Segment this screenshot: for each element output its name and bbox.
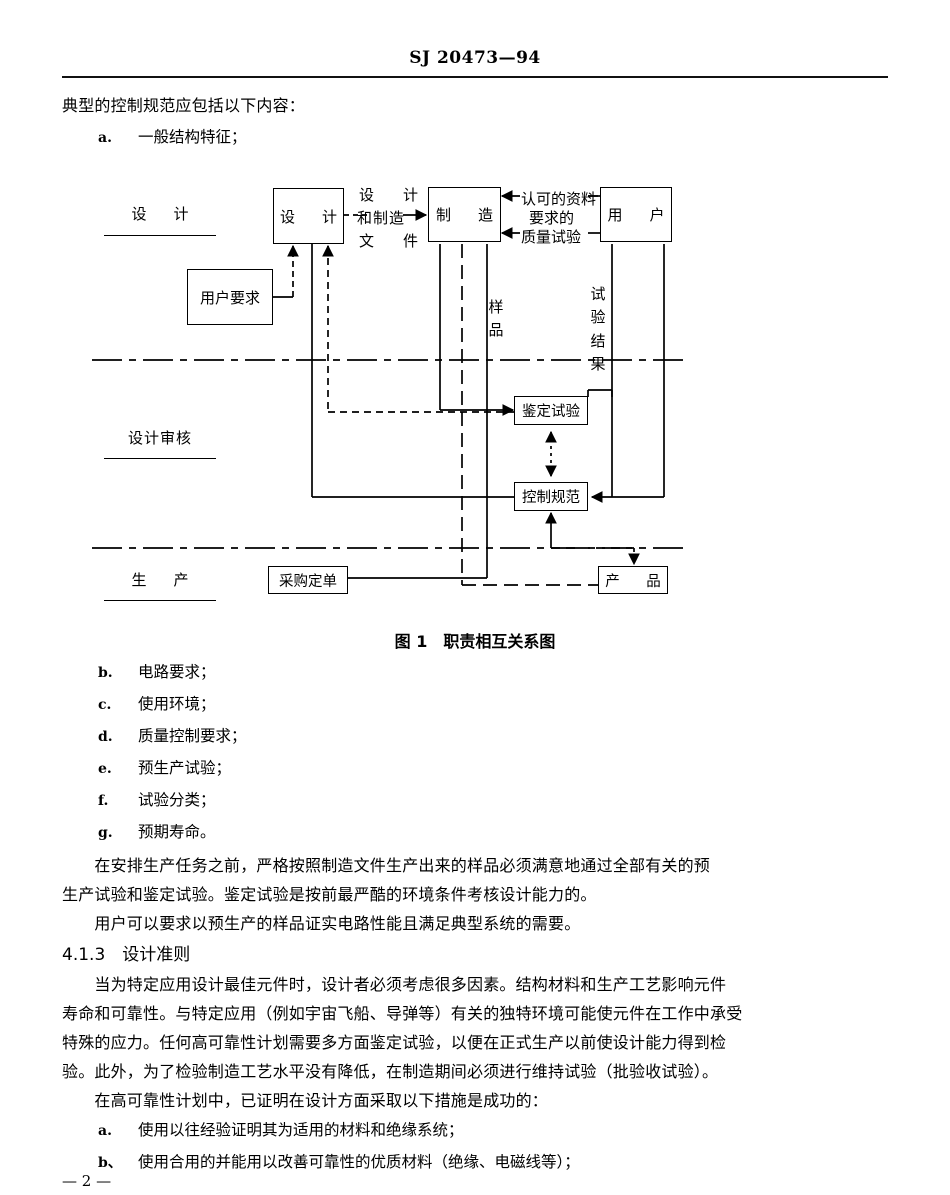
figure-label-design-mfg-doc-line3: 文 件 xyxy=(359,232,426,250)
page-number: — 2 — xyxy=(62,1172,112,1190)
figure-box-product: 产 品 xyxy=(598,566,668,594)
figure-box-manufacture: 制 造 xyxy=(428,187,501,242)
list-item-text: 电路要求； xyxy=(138,663,216,681)
figure-label-test-result: 试验结果 xyxy=(590,285,606,373)
list-marker: b. xyxy=(98,665,113,681)
section-heading: 4.1.3 设计准则 xyxy=(62,945,191,965)
list-item-text: 试验分类； xyxy=(138,791,216,809)
swimlane-underline-production xyxy=(104,600,216,602)
list-marker: e. xyxy=(98,761,112,777)
figure-box-design: 设 计 xyxy=(273,188,344,244)
swimlane-label-design-review: 设计审核 xyxy=(127,429,192,447)
swimlane-label-production: 生 产 xyxy=(131,571,195,589)
list-item-f: f. 试验分类； xyxy=(98,788,216,810)
paragraph-4-line-1: 在高可靠性计划中，已证明在设计方面采取以下措施是成功的： xyxy=(62,1091,549,1110)
list-marker: d. xyxy=(98,729,113,745)
figure-caption: 图 1 职责相互关系图 xyxy=(394,632,556,651)
figure-label-design-mfg-doc-line2: 和制造 xyxy=(357,209,406,227)
list-item-b: b. 电路要求； xyxy=(98,660,216,682)
list-item-b2: b、使用合用的并能用以改善可靠性的优质材料（绝缘、电磁线等）； xyxy=(98,1150,580,1172)
list-marker: f. xyxy=(98,793,109,809)
figure-box-user-requirement: 用户要求 xyxy=(187,269,273,325)
list-marker: b、 xyxy=(98,1155,122,1171)
list-item-e: e. 预生产试验； xyxy=(98,756,231,778)
figure-label-design-mfg-doc-line1: 设 计 xyxy=(359,186,426,204)
figure-label-required: 要求的 xyxy=(529,209,575,227)
swimlane-label-design: 设 计 xyxy=(131,205,195,223)
figure-box-user: 用 户 xyxy=(600,187,672,242)
list-marker: c. xyxy=(98,697,112,713)
intro-lead: 典型的控制规范应包括以下内容： xyxy=(62,96,306,115)
list-item-d: d. 质量控制要求； xyxy=(98,724,247,746)
paragraph-2-line-1: 用户可以要求以预生产的样品证实电路性能且满足典型系统的需要。 xyxy=(62,914,581,933)
swimlane-underline-design-review xyxy=(104,458,216,460)
header-rule xyxy=(62,76,888,78)
paragraph-3-line-2: 寿命和可靠性。与特定应用（例如宇宙飞船、导弹等）有关的独特环境可能使元件在工作中… xyxy=(62,1004,743,1023)
list-marker: g. xyxy=(98,825,113,841)
paragraph-3-line-4: 验。此外，为了检验制造工艺水平没有降低，在制造期间必须进行维持试验（批验收试验）… xyxy=(62,1062,719,1081)
list-item-text: 使用以往经验证明其为适用的材料和绝缘系统； xyxy=(138,1121,464,1139)
list-item-text: 使用合用的并能用以改善可靠性的优质材料（绝缘、电磁线等）； xyxy=(138,1153,580,1171)
list-marker: a. xyxy=(98,130,112,146)
figure-label-quality-test: 质量试验 xyxy=(521,228,582,246)
list-item-text: 预生产试验； xyxy=(138,759,232,777)
figure-label-sample: 样品 xyxy=(488,298,504,340)
document-number: SJ 20473—94 xyxy=(409,48,541,68)
figure-box-control-spec: 控制规范 xyxy=(514,482,588,511)
paragraph-3-line-1: 当为特定应用设计最佳元件时，设计者必须考虑很多因素。结构材料和生产工艺影响元件 xyxy=(62,975,727,994)
paragraph-3-line-3: 特殊的应力。任何高可靠性计划需要多方面鉴定试验，以便在正式生产以前使设计能力得到… xyxy=(62,1033,727,1052)
list-item-text: 一般结构特征； xyxy=(138,128,247,146)
paragraph-1-line-1: 在安排生产任务之前，严格按照制造文件生产出来的样品必须满意地通过全部有关的预 xyxy=(62,856,711,875)
list-item-g: g. 预期寿命。 xyxy=(98,820,216,842)
list-item-a2: a. 使用以往经验证明其为适用的材料和绝缘系统； xyxy=(98,1118,464,1140)
list-item-text: 预期寿命。 xyxy=(138,823,216,841)
figure-box-purchase-order: 采购定单 xyxy=(268,566,348,594)
figure-label-approved-data: 认可的资料 xyxy=(521,190,597,208)
list-marker: a. xyxy=(98,1123,112,1139)
list-item-text: 使用环境； xyxy=(138,695,216,713)
figure-box-qualification-test: 鉴定试验 xyxy=(514,396,588,425)
list-item-a: a. 一般结构特征； xyxy=(98,125,247,147)
list-item-text: 质量控制要求； xyxy=(138,727,247,745)
swimlane-underline-design xyxy=(104,235,216,237)
list-item-c: c. 使用环境； xyxy=(98,692,216,714)
paragraph-1-line-2: 生产试验和鉴定试验。鉴定试验是按前最严酷的环境条件考核设计能力的。 xyxy=(62,885,597,904)
